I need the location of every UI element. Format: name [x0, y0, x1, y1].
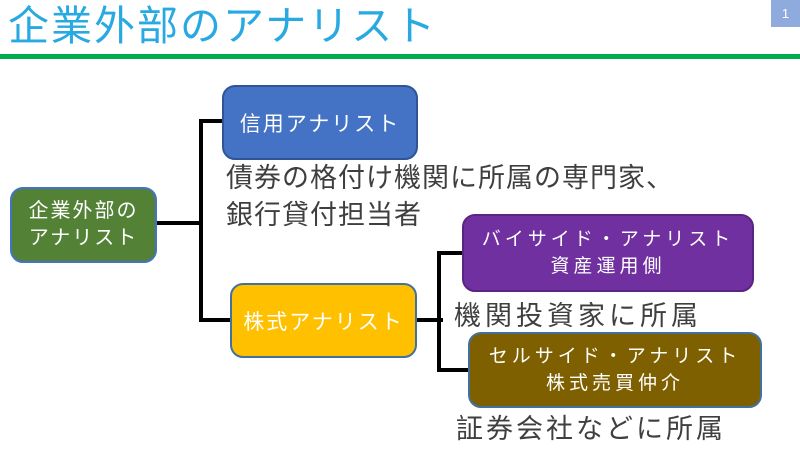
connector-equity-stub	[199, 318, 230, 322]
page-number-badge: 1	[771, 0, 800, 27]
node-label: 信用アナリスト	[239, 112, 401, 136]
connector-credit-stub	[199, 119, 222, 123]
node-equity-analyst: 株式アナリスト	[230, 283, 417, 358]
connector-level1-vertical	[199, 119, 203, 322]
connector-level2-vertical	[437, 251, 441, 372]
node-credit-analyst: 信用アナリスト	[222, 85, 418, 160]
node-label-line: セルサイド・アナリスト	[488, 346, 742, 367]
node-sellside-analyst: セルサイド・アナリスト 株式売買仲介	[468, 332, 762, 408]
title-underline	[0, 54, 800, 59]
node-root-external-analysts: 企業外部の アナリスト	[10, 187, 157, 263]
note-sellside-analyst: 証券会社などに所属	[456, 414, 726, 444]
node-label: 株式アナリスト	[243, 310, 404, 334]
node-label-line: アナリスト	[28, 227, 139, 249]
connector-equity-horizontal	[417, 318, 443, 322]
node-label-line: 資産運用側	[550, 256, 666, 277]
node-label-line: バイサイド・アナリスト	[481, 229, 735, 250]
node-label-line: 企業外部の	[28, 200, 139, 222]
node-label-line: 株式売買仲介	[545, 373, 684, 394]
connector-sellside-stub	[437, 368, 468, 372]
note-credit-analyst: 債券の格付け機関に所属の専門家、 銀行貸付担当者	[226, 160, 796, 234]
node-buyside-analyst: バイサイド・アナリスト 資産運用側	[462, 214, 754, 292]
note-line: 債券の格付け機関に所属の専門家、	[226, 163, 674, 193]
connector-root-horizontal	[157, 221, 203, 225]
page-title: 企業外部のアナリスト	[8, 3, 438, 49]
connector-buyside-stub	[437, 251, 462, 255]
note-buyside-analyst: 機関投資家に所属	[454, 301, 702, 331]
note-line: 銀行貸付担当者	[226, 200, 422, 230]
